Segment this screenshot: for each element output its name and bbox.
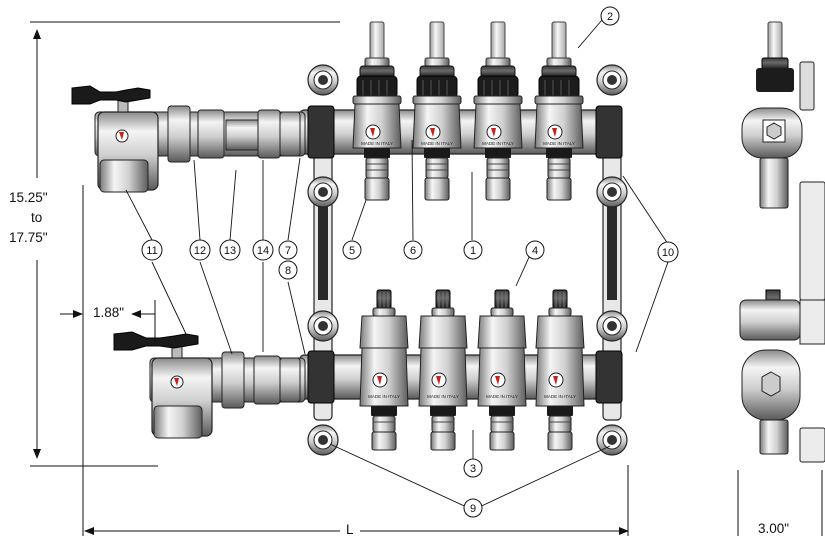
callout-3: 3 (463, 458, 483, 478)
callout-13: 13 (219, 239, 241, 261)
callout-6: 6 (403, 240, 423, 260)
svg-text:7: 7 (285, 245, 291, 257)
svg-text:5: 5 (349, 245, 355, 257)
svg-text:8: 8 (285, 265, 291, 277)
main-manifold-assembly (299, 21, 628, 456)
dimension-lines (30, 21, 823, 536)
length-dim: L (346, 522, 354, 537)
callout-7: 7 (278, 240, 298, 260)
callout-11: 11 (141, 239, 163, 261)
svg-text:6: 6 (410, 245, 416, 257)
svg-text:3: 3 (470, 463, 476, 475)
depth-dim: 3.00" (756, 521, 792, 536)
svg-text:9: 9 (470, 503, 476, 515)
svg-text:13: 13 (224, 245, 236, 257)
callout-9: 9 (463, 498, 483, 518)
callout-8: 8 (278, 260, 298, 280)
svg-text:1: 1 (470, 245, 476, 257)
supply-piping (71, 85, 306, 439)
callout-10: 10 (657, 241, 679, 263)
callout-5: 5 (342, 240, 362, 260)
height-dim-top: 15.25" (9, 190, 48, 205)
svg-text:14: 14 (257, 245, 269, 257)
callout-2: 2 (600, 6, 620, 26)
callout-14: 14 (252, 239, 274, 261)
svg-text:10: 10 (662, 247, 674, 259)
svg-text:2: 2 (607, 11, 613, 23)
offset-dim: 1.88" (93, 305, 125, 320)
callouts: 1 2 3 4 5 6 7 8 9 10 11 12 13 14 (141, 6, 679, 518)
callout-1: 1 (463, 240, 483, 260)
svg-text:12: 12 (194, 245, 206, 257)
callout-4: 4 (525, 240, 545, 260)
svg-text:11: 11 (146, 245, 157, 257)
height-dim-to: to (31, 210, 43, 225)
callout-12: 12 (189, 239, 211, 261)
height-dim-bottom: 17.75" (9, 230, 48, 245)
side-view-assembly (739, 21, 825, 463)
svg-text:4: 4 (532, 245, 538, 257)
leader-lines (125, 19, 669, 511)
